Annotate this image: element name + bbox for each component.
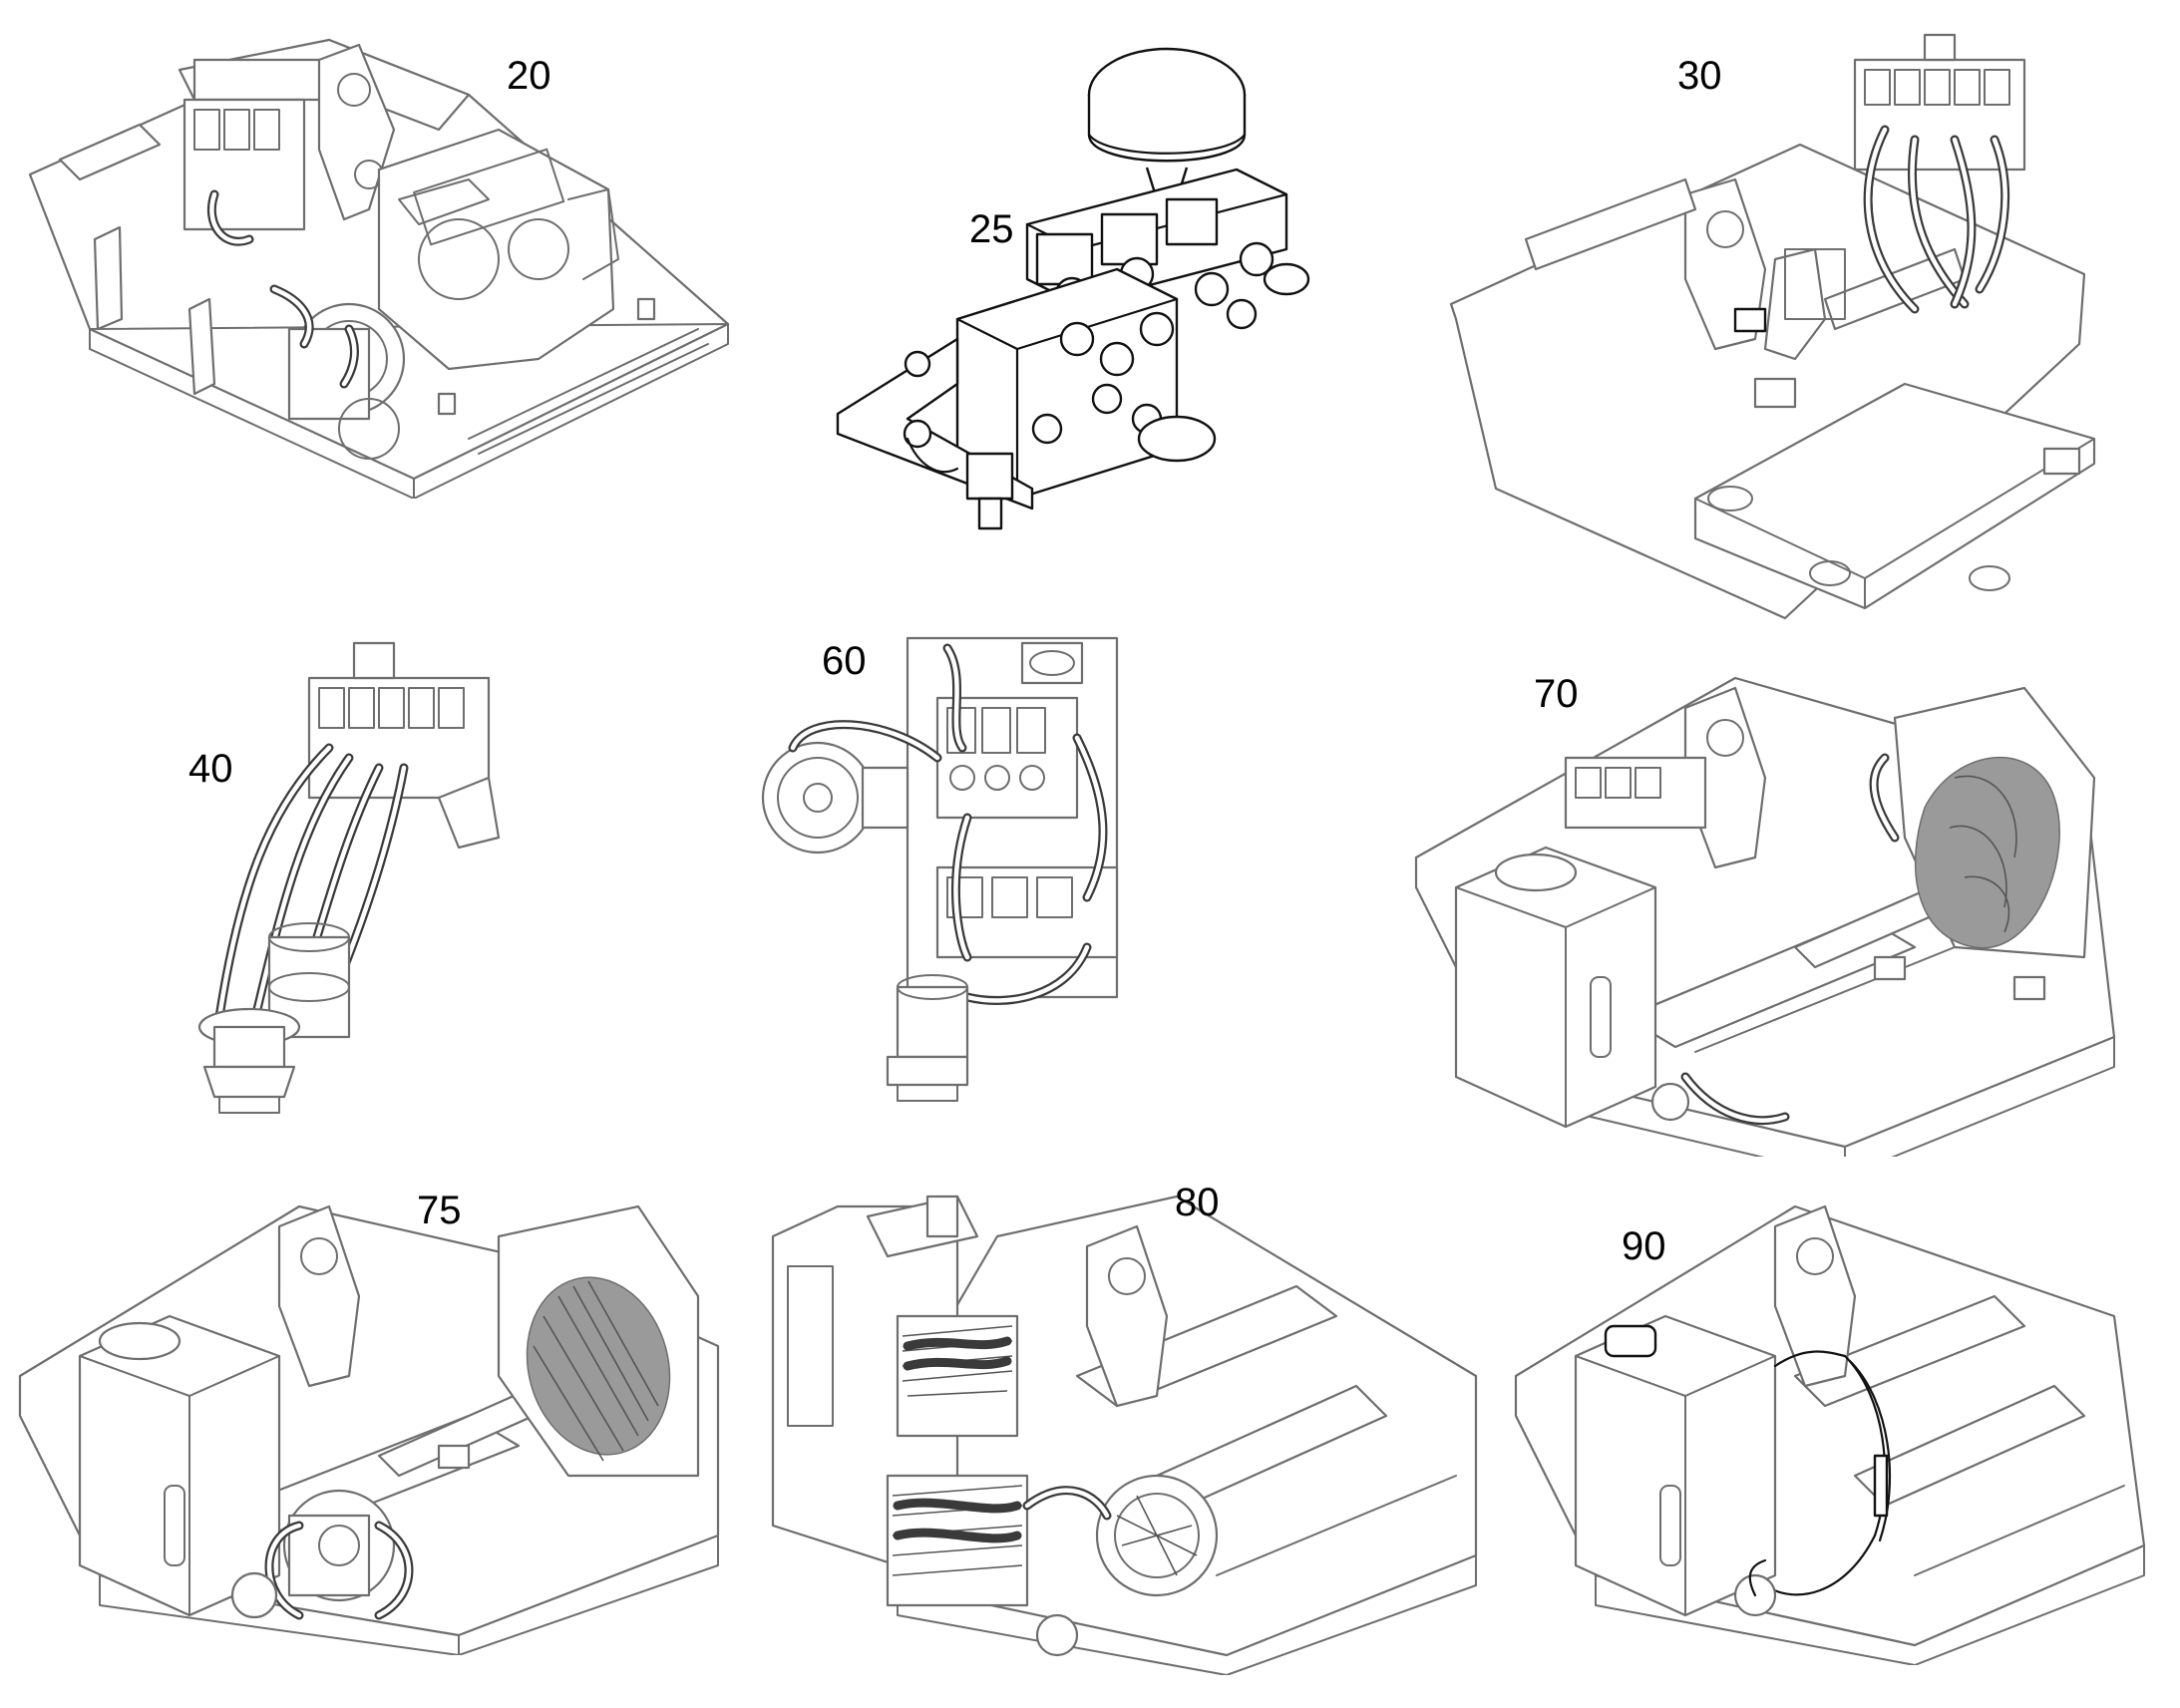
assembly-70-drawing: [1414, 676, 2116, 1157]
assembly-75-drawing: [18, 1204, 720, 1655]
assembly-90-drawing: [1514, 1204, 2146, 1665]
assembly-90-label: 90: [1622, 1224, 1666, 1268]
assembly-60-label: 60: [822, 639, 867, 683]
assembly-80-drawing: [771, 1195, 1478, 1675]
assembly-25-label: 25: [969, 207, 1014, 251]
assembly-20-drawing: [28, 38, 730, 499]
assembly-30-drawing: [1449, 33, 2096, 620]
assembly-40-drawing: [197, 641, 501, 1114]
assembly-60-drawing: [761, 636, 1119, 1102]
assembly-20-label: 20: [507, 54, 551, 98]
assembly-25-drawing: [836, 47, 1310, 530]
assembly-70-label: 70: [1534, 672, 1579, 716]
assembly-80-label: 80: [1175, 1181, 1220, 1224]
assembly-30-label: 30: [1677, 54, 1722, 98]
assembly-40-label: 40: [188, 747, 233, 791]
assembly-75-label: 75: [417, 1189, 462, 1232]
